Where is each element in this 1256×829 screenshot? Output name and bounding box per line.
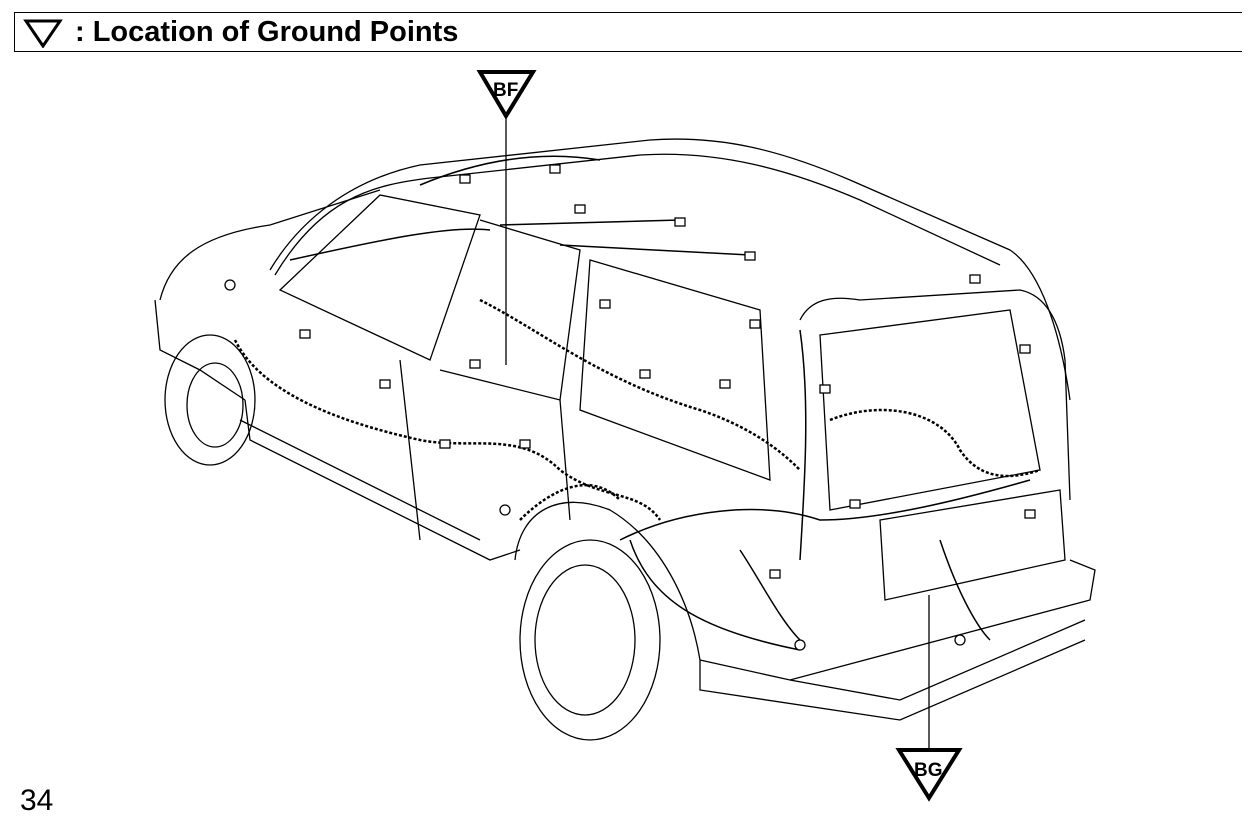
wire-harness (233, 298, 1041, 521)
connectors (224, 164, 1036, 651)
vehicle-body-outline (154, 138, 1096, 741)
ground-point-bg (895, 595, 963, 802)
ground-point-label-bg: BG (914, 760, 943, 781)
section-header: : Location of Ground Points (14, 12, 1242, 52)
page-number: 34 (20, 784, 54, 817)
ground-point-label-bf: BF (493, 80, 518, 101)
ground-point-bf (476, 70, 537, 365)
wire-harness-thin (289, 155, 1031, 651)
page-title: : Location of Ground Points (75, 16, 459, 48)
ground-point-triangle-icon (23, 19, 63, 48)
